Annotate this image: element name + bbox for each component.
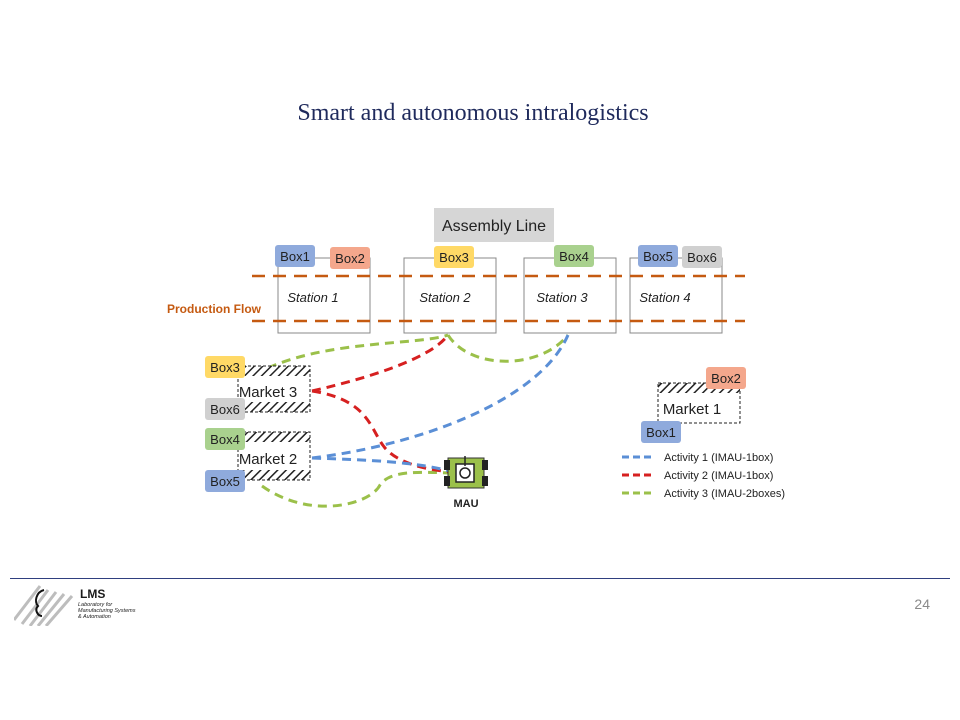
- market2-frame: [237, 431, 311, 481]
- station-1-label: Station 1: [287, 290, 338, 305]
- mau-wheel-fr: [482, 460, 488, 470]
- station-3-label: Station 3: [536, 290, 588, 305]
- box4-station-label: Box4: [559, 249, 589, 264]
- box6-station-label: Box6: [687, 250, 717, 265]
- mau-label: MAU: [453, 498, 478, 510]
- assembly-line-label-bg: [434, 208, 554, 242]
- box3-station-label: Box3: [439, 250, 469, 265]
- activity1-path-to-mau: [311, 456, 453, 474]
- box5-market: [205, 470, 245, 492]
- box5-station: [638, 245, 678, 267]
- mau-wheel-rr: [482, 476, 488, 486]
- box2-market-label: Box2: [711, 371, 741, 386]
- station-parts: Box1 Box2 Box3 Box4 Box5 Box6: [275, 245, 722, 269]
- mau-sensor: [459, 467, 471, 479]
- legend-label-activity2: Activity 2 (IMAU-1box): [664, 470, 773, 482]
- market3-label: Market 3: [239, 384, 297, 401]
- activity3-path-station3: [446, 334, 570, 363]
- box3-station: [434, 246, 474, 268]
- market-3: Market 3 Box3 Box6: [205, 356, 311, 420]
- box5-station-label: Box5: [643, 249, 673, 264]
- market1-hatch-top: [658, 383, 740, 393]
- market-1: Market 1 Box2 Box1: [641, 367, 746, 443]
- box4-market-label: Box4: [210, 432, 240, 447]
- mau-top: [455, 463, 475, 483]
- legend-label-activity1: Activity 1 (IMAU-1box): [664, 452, 773, 464]
- logo-subtitle-line: & Automation: [78, 614, 111, 620]
- box3-market: [205, 356, 245, 378]
- mau-wheel-fl: [444, 460, 450, 470]
- box6-market: [205, 398, 245, 420]
- activity2-path-to-mau: [311, 389, 453, 474]
- market2-hatch-bottom: [238, 470, 310, 480]
- market3-hatch-bottom: [238, 402, 310, 412]
- box1-market: [641, 421, 681, 443]
- legend-label-activity3: Activity 3 (IMAU-2boxes): [664, 488, 785, 500]
- box3-market-label: Box3: [210, 360, 240, 375]
- footer-divider: [10, 578, 950, 579]
- market2-label: Market 2: [239, 451, 297, 468]
- slide-title: Smart and autonomous intralogistics: [297, 100, 649, 126]
- activity3-path-market2: [261, 470, 451, 508]
- market3-frame: [237, 365, 311, 413]
- assembly-line-label-group: Assembly Line: [434, 208, 554, 242]
- activity3-path-market3: [267, 333, 449, 370]
- production-flow-label: Production Flow: [167, 302, 262, 316]
- box6-station: [682, 246, 722, 268]
- market2-hatch-top: [238, 432, 310, 442]
- box1-station: [275, 245, 315, 267]
- box1-station-label: Box1: [280, 249, 310, 264]
- market3-hatch-top: [238, 366, 310, 376]
- page-number: 24: [914, 596, 930, 612]
- market1-label: Market 1: [663, 401, 721, 418]
- legend: Activity 1 (IMAU-1box) Activity 2 (IMAU-…: [622, 452, 785, 500]
- logo-subtitle: Laboratory for Manufacturing Systems & A…: [78, 602, 148, 620]
- box2-station-label: Box2: [335, 251, 365, 266]
- assembly-line-label: Assembly Line: [442, 218, 546, 235]
- station-4-label: Station 4: [639, 290, 690, 305]
- production-flow-lines: [252, 274, 745, 323]
- mau-wheel-rl: [444, 476, 450, 486]
- activity1-path-to-station3: [311, 334, 570, 460]
- logo-subtitle-line: Manufacturing Systems: [78, 608, 136, 614]
- mau-robot: MAU: [444, 456, 488, 510]
- box2-market: [706, 367, 746, 389]
- market-2: Market 2 Box4 Box5: [205, 428, 311, 492]
- box6-market-label: Box6: [210, 402, 240, 417]
- box5-market-label: Box5: [210, 474, 240, 489]
- logo-name: LMS: [80, 587, 106, 601]
- logo-subtitle-line: Laboratory for: [78, 602, 113, 608]
- station-2-label: Station 2: [419, 290, 471, 305]
- lms-logo-icon: [14, 585, 74, 626]
- box4-station: [554, 245, 594, 267]
- box4-market: [205, 428, 245, 450]
- box1-market-label: Box1: [646, 425, 676, 440]
- box2-station: [330, 247, 370, 269]
- activity-curves: [261, 333, 570, 508]
- activity2-path-to-station2: [311, 334, 450, 393]
- market1-frame: [657, 382, 741, 424]
